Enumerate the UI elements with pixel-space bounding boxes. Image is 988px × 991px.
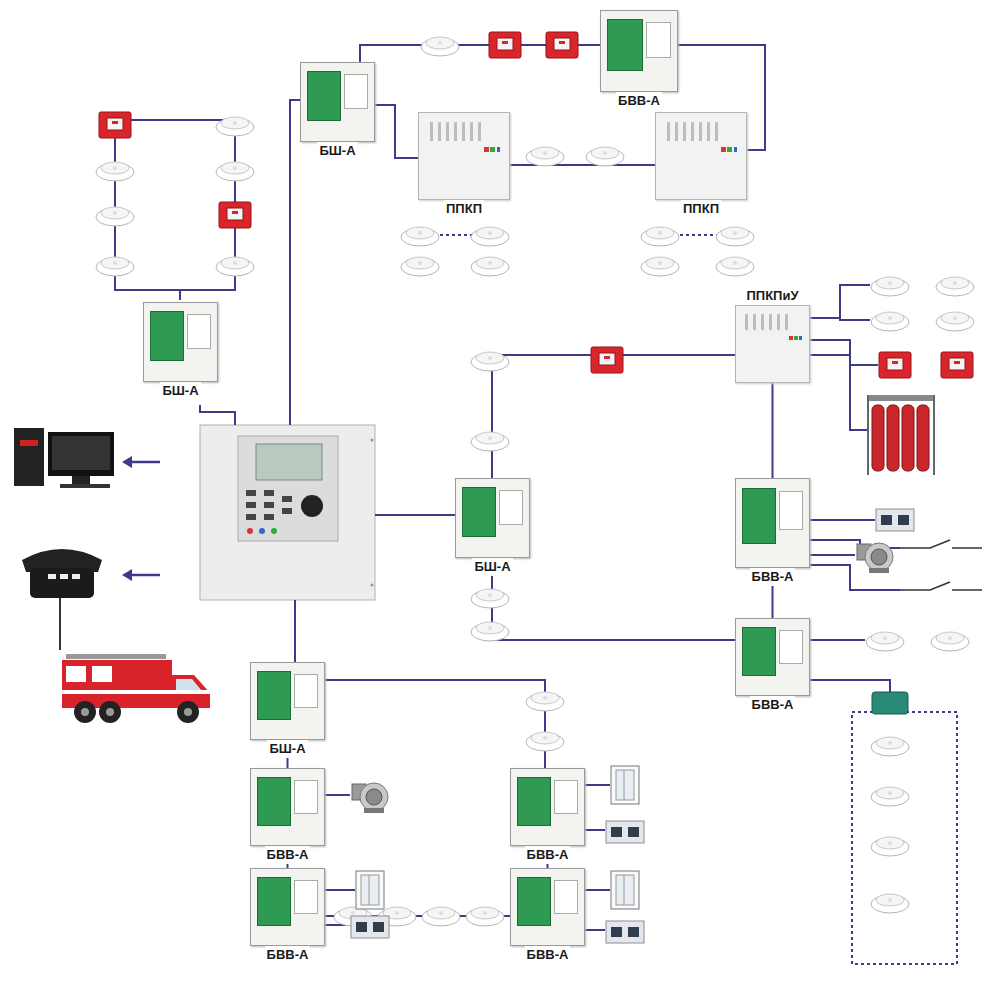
gas-cylinders [868, 395, 934, 475]
computer-icon [14, 428, 160, 488]
unit-label: БВВ-А [750, 696, 796, 714]
unit-label: БВВ-А [525, 846, 571, 864]
unit-label: БВВ-А [265, 946, 311, 964]
module-box [510, 768, 585, 846]
unit-label: БВВ-А [525, 946, 571, 964]
dotted-wires [440, 235, 957, 964]
device-unit: БШ-А [250, 662, 325, 758]
unit-label: БШ-А [267, 740, 307, 758]
device-unit: БВВ-А [735, 478, 810, 586]
device-unit: БШ-А [455, 478, 530, 576]
module-box [250, 768, 325, 846]
switch-symbols [900, 540, 982, 590]
wires [60, 100, 900, 930]
unit-label: БШ-А [317, 142, 357, 160]
module-box [510, 868, 585, 946]
unit-label: БВВ-А [750, 568, 796, 586]
device-unit: БВВ-А [250, 868, 325, 964]
unit-label: БШ-А [472, 558, 512, 576]
control-panel [418, 112, 510, 200]
module-box [300, 62, 375, 142]
module-box [735, 618, 810, 696]
equipment-icons [351, 509, 914, 943]
device-unit: БВВ-А [510, 768, 585, 864]
device-unit: БВВ-А [735, 618, 810, 714]
unit-label: ППКП [444, 200, 484, 218]
unit-label: БВВ-А [616, 92, 662, 110]
module-box [455, 478, 530, 558]
control-panel [735, 305, 810, 383]
device-unit: БВВ-А [510, 868, 585, 964]
device-unit: ППКП [418, 112, 510, 218]
unit-label: БВВ-А [265, 846, 311, 864]
signal-line [510, 164, 655, 166]
telephone-icon [22, 549, 160, 598]
device-unit: БВВ-А [600, 10, 678, 110]
device-unit: БВВ-А [250, 768, 325, 864]
signal-line [287, 758, 289, 768]
central-panel [200, 425, 375, 600]
unit-label: ППКПиУ [744, 287, 800, 305]
module-box [250, 868, 325, 946]
signal-line [772, 586, 774, 618]
fire-truck-icon [62, 654, 210, 723]
device-unit: БШ-А [300, 62, 375, 160]
unit-label: ППКП [681, 200, 721, 218]
device-unit: БШ-А [143, 302, 218, 400]
detectors [96, 37, 974, 926]
device-unit: ППКП [655, 112, 747, 218]
module-box [143, 302, 218, 382]
module-box [735, 478, 810, 568]
signal-line [772, 383, 774, 478]
unit-label: БШ-А [160, 382, 200, 400]
module-box [600, 10, 678, 92]
manual-call-points [99, 32, 973, 378]
signal-line [492, 576, 735, 640]
signal-line [375, 105, 418, 158]
device-unit: ППКПиУ [735, 287, 810, 383]
control-panel [655, 112, 747, 200]
signal-line [325, 680, 545, 768]
module-box [250, 662, 325, 740]
